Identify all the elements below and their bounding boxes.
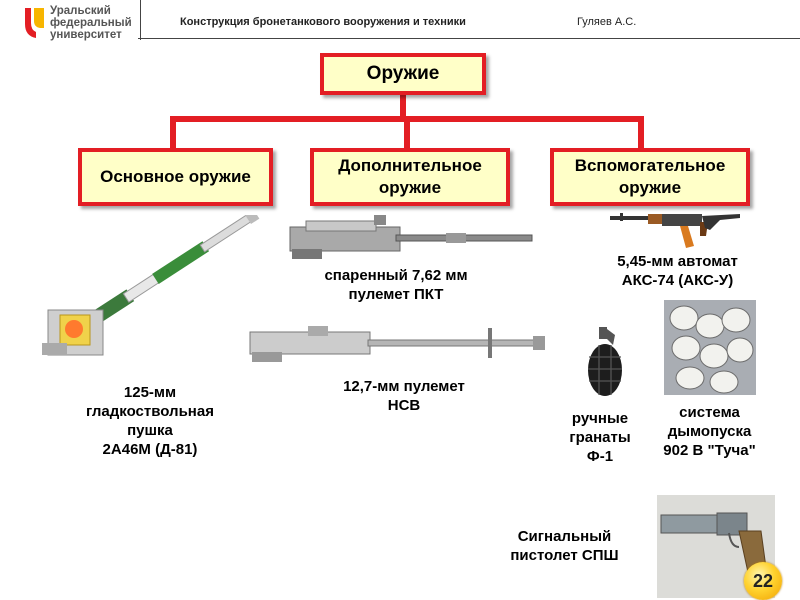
caption-nsv: 12,7-мм пулемет НСВ [343,378,465,414]
caption-grenade: ручные гранаты Ф-1 [569,410,631,465]
connector-left-down [170,116,176,150]
page-number-badge: 22 [744,562,782,600]
pkt-machine-gun-image [289,215,533,259]
main-weapon-box: Основное оружие [78,148,273,206]
author-name: Гуляев А.С. [577,16,637,28]
logo-line-1: Уральский [50,5,111,17]
smoke-launcher-image [664,300,756,395]
tank-gun-image [42,215,260,356]
university-name: Уральский федеральный университет [50,5,132,41]
nsv-machine-gun-image [249,326,545,362]
connector-mid-down [404,116,410,150]
auxiliary-weapon-box: Вспомогательное оружие [550,148,750,206]
caption-tank-gun: 125-мм гладкоствольная пушка 2А46М (Д-81… [86,384,214,458]
caption-flare-pistol: Сигнальный пистолет СПШ [510,528,619,564]
header-divider-vertical [140,0,141,40]
additional-weapon-box: Дополнительное оружие [310,148,510,206]
connector-root-down [400,95,406,120]
connector-right-down [638,116,644,150]
root-box: Оружие [320,53,486,95]
header-divider [138,38,800,39]
aks74-rifle-image [610,213,740,248]
caption-smoke-launcher: система дымопуска 902 В "Туча" [663,404,756,459]
logo-line-2: федеральный [50,17,132,29]
f1-grenade-image [588,327,622,396]
logo-line-3: университет [50,29,122,41]
presentation-title: Конструкция бронетанкового вооружения и … [180,16,466,28]
caption-aks74: 5,45-мм автомат АКС-74 (АКС-У) [617,253,738,289]
caption-pkt: спаренный 7,62 мм пулемет ПКТ [324,267,468,303]
university-logo-icon [25,8,44,38]
